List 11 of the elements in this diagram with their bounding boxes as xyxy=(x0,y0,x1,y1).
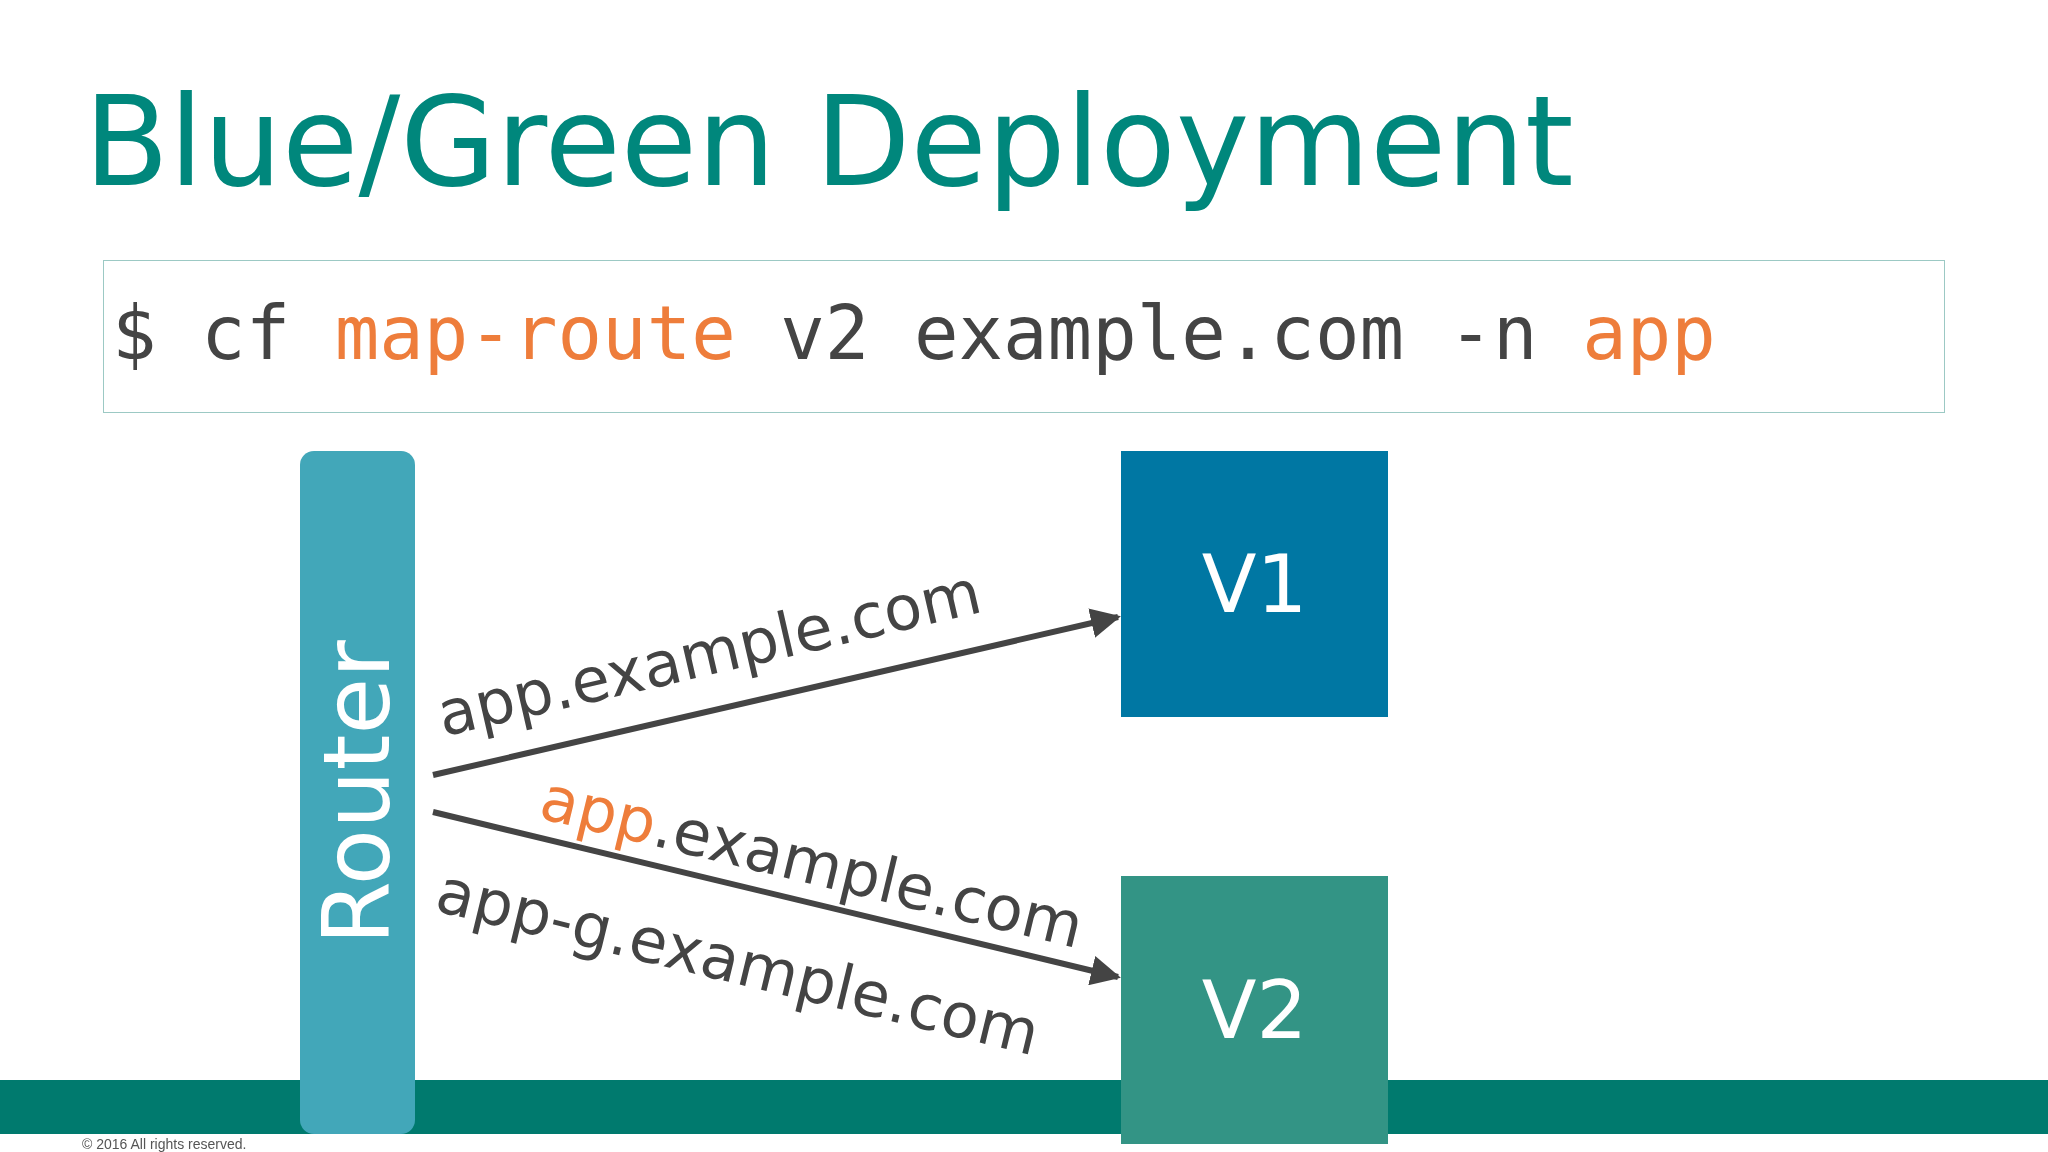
node-label: V1 xyxy=(1201,537,1308,631)
arrow xyxy=(432,809,1121,986)
copyright-note: © 2016 All rights reserved. xyxy=(82,1136,247,1152)
node-label: Router xyxy=(304,640,411,945)
server-box xyxy=(1121,876,1388,1144)
node-label: V2 xyxy=(1201,963,1308,1057)
slide-title: Blue/Green Deployment xyxy=(84,70,1574,214)
command-text: $ cf map-route v2 example.com -n app xyxy=(112,290,1716,376)
arrow xyxy=(432,608,1121,778)
server-box xyxy=(1121,451,1388,717)
router-bar xyxy=(300,451,415,1134)
